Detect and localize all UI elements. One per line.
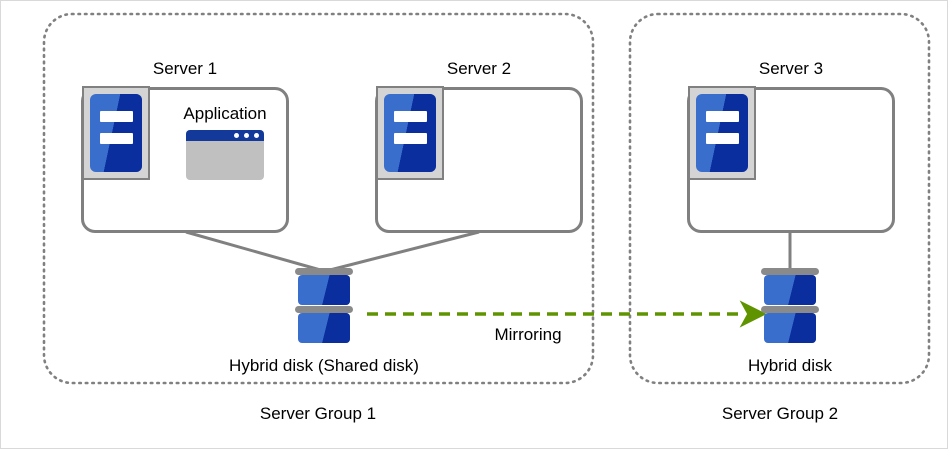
application-window-dot-2 bbox=[244, 133, 249, 138]
disk-platter-lower bbox=[764, 313, 816, 343]
server-led-bar-top bbox=[100, 111, 133, 122]
connector-server1-to-shared-disk bbox=[185, 230, 325, 273]
server-2-server-icon bbox=[376, 86, 444, 180]
disk-platter-shading bbox=[298, 313, 350, 343]
server-group-1-boundary bbox=[42, 12, 595, 385]
disk-platter-upper bbox=[298, 275, 350, 305]
server-3-server-icon bbox=[688, 86, 756, 180]
server-3-title: Server 3 bbox=[758, 59, 824, 78]
server-tower-graphic bbox=[696, 94, 748, 172]
server-group-2-label: Server Group 2 bbox=[721, 404, 839, 423]
mirroring-label: Mirroring bbox=[494, 325, 562, 344]
server-2-title: Server 2 bbox=[446, 59, 512, 78]
server-1-server-icon bbox=[82, 86, 150, 180]
server-led-bar-bottom bbox=[706, 133, 739, 144]
server-led-bar-top bbox=[706, 111, 739, 122]
server-tower-graphic bbox=[90, 94, 142, 172]
disk-top-bar bbox=[295, 268, 353, 275]
application-window-titlebar bbox=[186, 130, 264, 141]
disk-platter-shading bbox=[298, 275, 350, 305]
hybrid-disk-icon[interactable] bbox=[761, 268, 819, 346]
application-window-dot-1 bbox=[234, 133, 239, 138]
disk-middle-bar bbox=[761, 306, 819, 313]
hybrid-disk-shared-icon[interactable] bbox=[295, 268, 353, 346]
server-group-2-boundary bbox=[628, 12, 931, 385]
disk-middle-bar bbox=[295, 306, 353, 313]
server-led-bar-bottom bbox=[100, 133, 133, 144]
connector-server2-to-shared-disk bbox=[325, 230, 480, 273]
application-1-title: Application bbox=[183, 104, 267, 123]
disk-platter-shading bbox=[764, 275, 816, 305]
hybrid-disk-shared-label: Hybrid disk (Shared disk) bbox=[229, 356, 419, 375]
disk-platter-upper bbox=[764, 275, 816, 305]
server-led-bar-top bbox=[394, 111, 427, 122]
server-tower-graphic bbox=[384, 94, 436, 172]
hybrid-disk-label: Hybrid disk bbox=[747, 356, 833, 375]
application-window-dot-3 bbox=[254, 133, 259, 138]
disk-platter-shading bbox=[764, 313, 816, 343]
application-window-icon bbox=[186, 130, 264, 180]
server-group-1-label: Server Group 1 bbox=[259, 404, 377, 423]
disk-platter-lower bbox=[298, 313, 350, 343]
disk-top-bar bbox=[761, 268, 819, 275]
server-led-bar-bottom bbox=[394, 133, 427, 144]
server-1-title: Server 1 bbox=[152, 59, 218, 78]
